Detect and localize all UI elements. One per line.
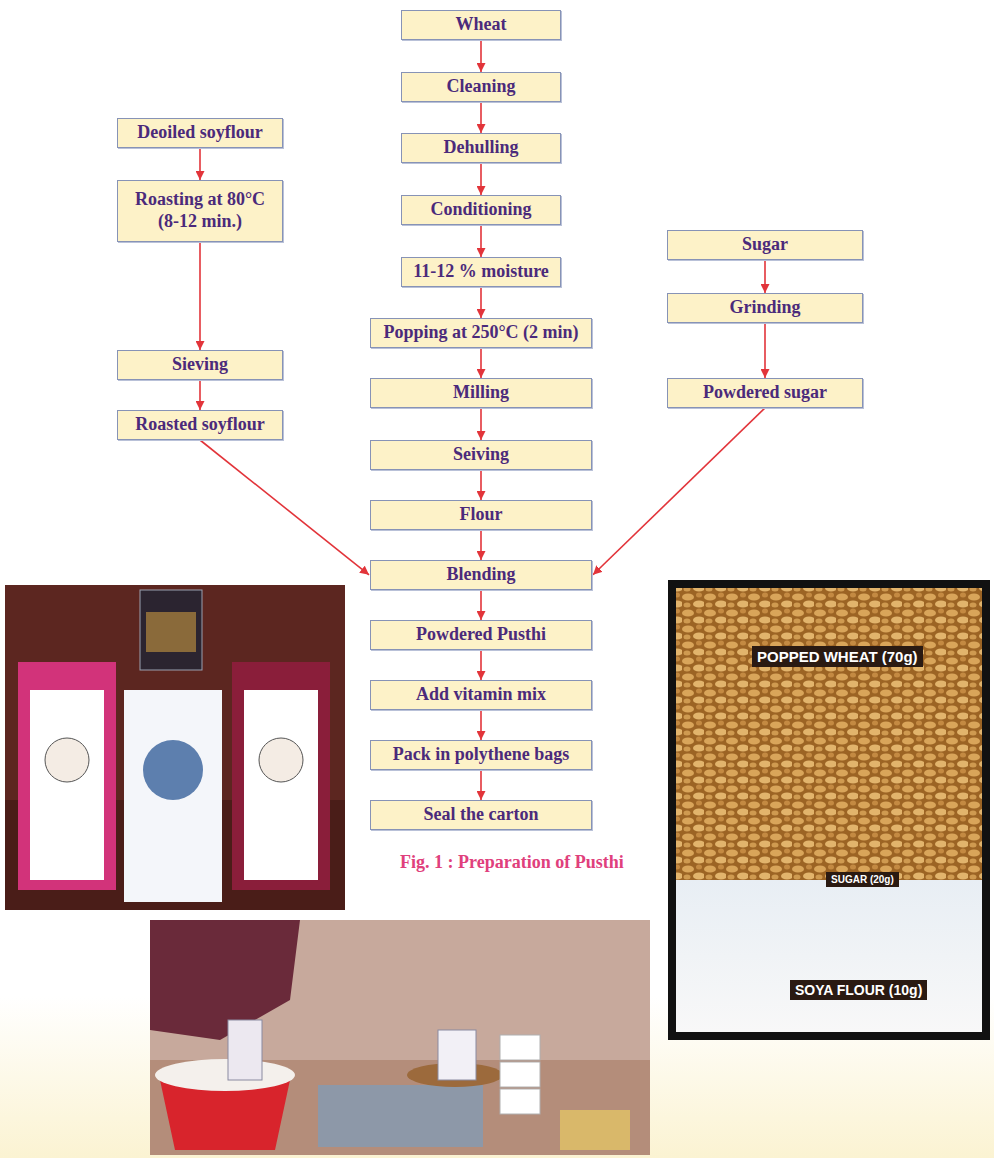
baby-face (259, 738, 303, 782)
box-text: Add vitamin mix (416, 684, 546, 706)
flow-arrow (199, 380, 201, 410)
process-box: Seiving (370, 440, 592, 470)
photo-label: POPPED WHEAT (70g) (752, 646, 923, 667)
packet (500, 1035, 540, 1060)
process-box: Roasting at 80°C (8-12 min.) (117, 180, 283, 242)
process-box: Conditioning (401, 195, 561, 225)
flow-arrow (199, 242, 201, 350)
popped-wheat (676, 588, 982, 880)
box-text: Pack in polythene bags (393, 744, 570, 766)
box-text: Wheat (456, 14, 507, 36)
photo-label: SUGAR (20g) (826, 872, 899, 887)
flow-arrow (480, 590, 482, 620)
figure-caption: Fig. 1 : Preparation of Pusthi (400, 852, 624, 873)
process-box: Milling (370, 378, 592, 408)
flow-arrow (480, 710, 482, 740)
ingredients-photo (668, 580, 990, 1040)
process-box: Sieving (117, 350, 283, 380)
packet (500, 1062, 540, 1087)
photo-label: SOYA FLOUR (10g) (790, 980, 927, 1000)
process-box: 11-12 % moisture (401, 257, 561, 287)
box-text: Blending (446, 564, 515, 586)
flow-arrow (480, 650, 482, 680)
packet (232, 662, 330, 890)
flow-arrow (200, 440, 369, 575)
box-text: Grinding (729, 297, 800, 319)
box-text: Sieving (172, 354, 228, 376)
packets-photo (5, 585, 345, 910)
packet (18, 662, 116, 890)
woman-figure (150, 920, 300, 1040)
flow-arrow (593, 408, 765, 575)
process-box: Roasted soyflour (117, 410, 283, 440)
box-text: Powdered Pusthi (416, 624, 546, 646)
box-content (146, 612, 196, 652)
process-box: Grinding (667, 293, 863, 323)
process-box: Seal the carton (370, 800, 592, 830)
process-box: Popping at 250°C (2 min) (370, 318, 592, 348)
flow-arrow (764, 323, 766, 378)
weighing-scale (318, 1085, 483, 1147)
flow-arrow (480, 287, 482, 318)
process-box: Dehulling (401, 133, 561, 163)
box-text: Milling (453, 382, 509, 404)
process-box: Sugar (667, 230, 863, 260)
packet-panel (30, 690, 104, 880)
flow-arrow (480, 40, 482, 72)
packet-panel (244, 690, 318, 880)
box-text: Conditioning (430, 199, 531, 221)
flow-arrow (480, 348, 482, 378)
process-box: Powdered Pusthi (370, 620, 592, 650)
flow-arrow (764, 260, 766, 293)
flow-arrow (480, 408, 482, 440)
box-text: Seiving (453, 444, 509, 466)
process-box: Pack in polythene bags (370, 740, 592, 770)
box-text: Deoiled soyflour (137, 122, 263, 144)
process-box: Powdered sugar (667, 378, 863, 408)
packing-photo (150, 920, 650, 1155)
process-box: Flour (370, 500, 592, 530)
box-text: Roasted soyflour (135, 414, 265, 436)
photo-ground (5, 585, 345, 910)
flour-heap (155, 1059, 295, 1091)
table (150, 1060, 650, 1155)
flow-arrow (480, 530, 482, 560)
box-text: Dehulling (443, 137, 518, 159)
flow-arrow (480, 102, 482, 133)
box-text: Roasting at 80°C (8-12 min.) (126, 189, 274, 232)
box-text: Flour (460, 504, 503, 526)
flow-arrow (199, 148, 201, 180)
box-text: Seal the carton (424, 804, 539, 826)
flow-arrow (480, 225, 482, 257)
baby-face (45, 738, 89, 782)
packet (500, 1089, 540, 1114)
flow-arrow (480, 770, 482, 800)
box-text: Sugar (742, 234, 788, 256)
photo-ground (150, 920, 650, 1155)
box-text: 11-12 % moisture (413, 261, 549, 283)
process-box: Deoiled soyflour (117, 118, 283, 148)
sugar-soya-powder (676, 880, 982, 1032)
packet (228, 1020, 262, 1080)
process-box: Cleaning (401, 72, 561, 102)
process-box: Blending (370, 560, 592, 590)
packet-picture (143, 740, 203, 800)
box-text: Powdered sugar (703, 382, 827, 404)
photo-frame (668, 580, 990, 1040)
flow-arrow (480, 163, 482, 195)
process-box: Add vitamin mix (370, 680, 592, 710)
box-text: Cleaning (446, 76, 515, 98)
carton (560, 1110, 630, 1150)
process-box: Wheat (401, 10, 561, 40)
clear-box (140, 590, 202, 670)
packet (438, 1030, 476, 1080)
packet (124, 690, 222, 902)
box-text: Popping at 250°C (2 min) (383, 322, 578, 344)
flow-arrow (480, 470, 482, 500)
